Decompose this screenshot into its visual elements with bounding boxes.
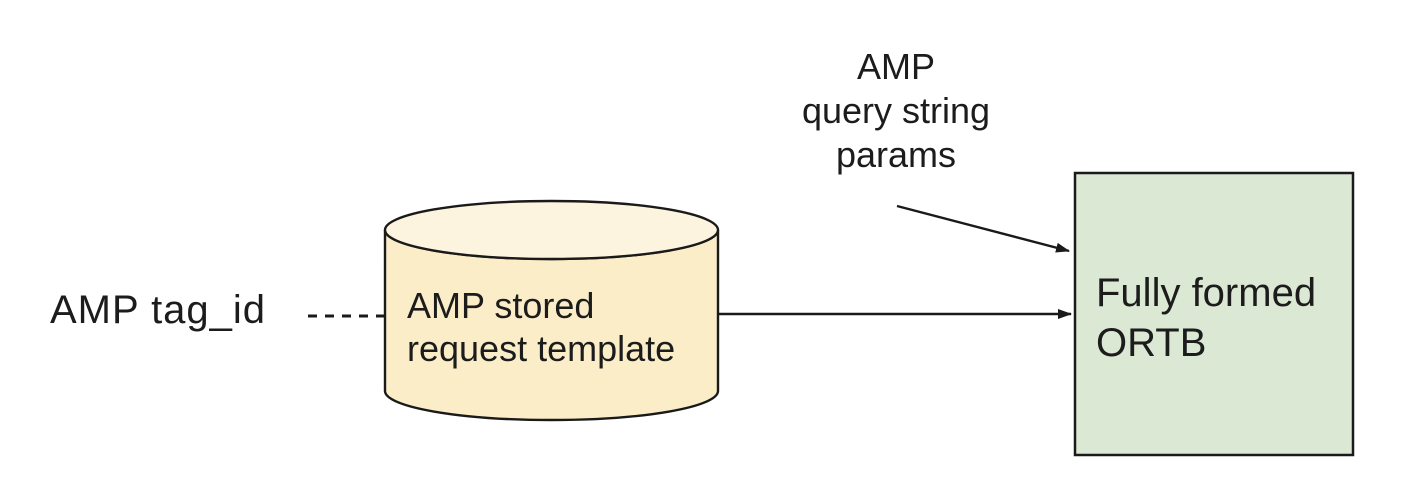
- amp-tag-id-label: AMP tag_id: [50, 288, 267, 332]
- ortb-box: [1073, 171, 1355, 457]
- query-params-to-ortb-arrow: [896, 204, 1070, 253]
- query-params-label: AMP query string params: [801, 46, 991, 175]
- ortb-box-label: Fully formed ORTB: [1096, 271, 1317, 365]
- cylinder-label: AMP stored request template: [407, 285, 676, 369]
- cylinder-top-ellipse: [383, 199, 720, 261]
